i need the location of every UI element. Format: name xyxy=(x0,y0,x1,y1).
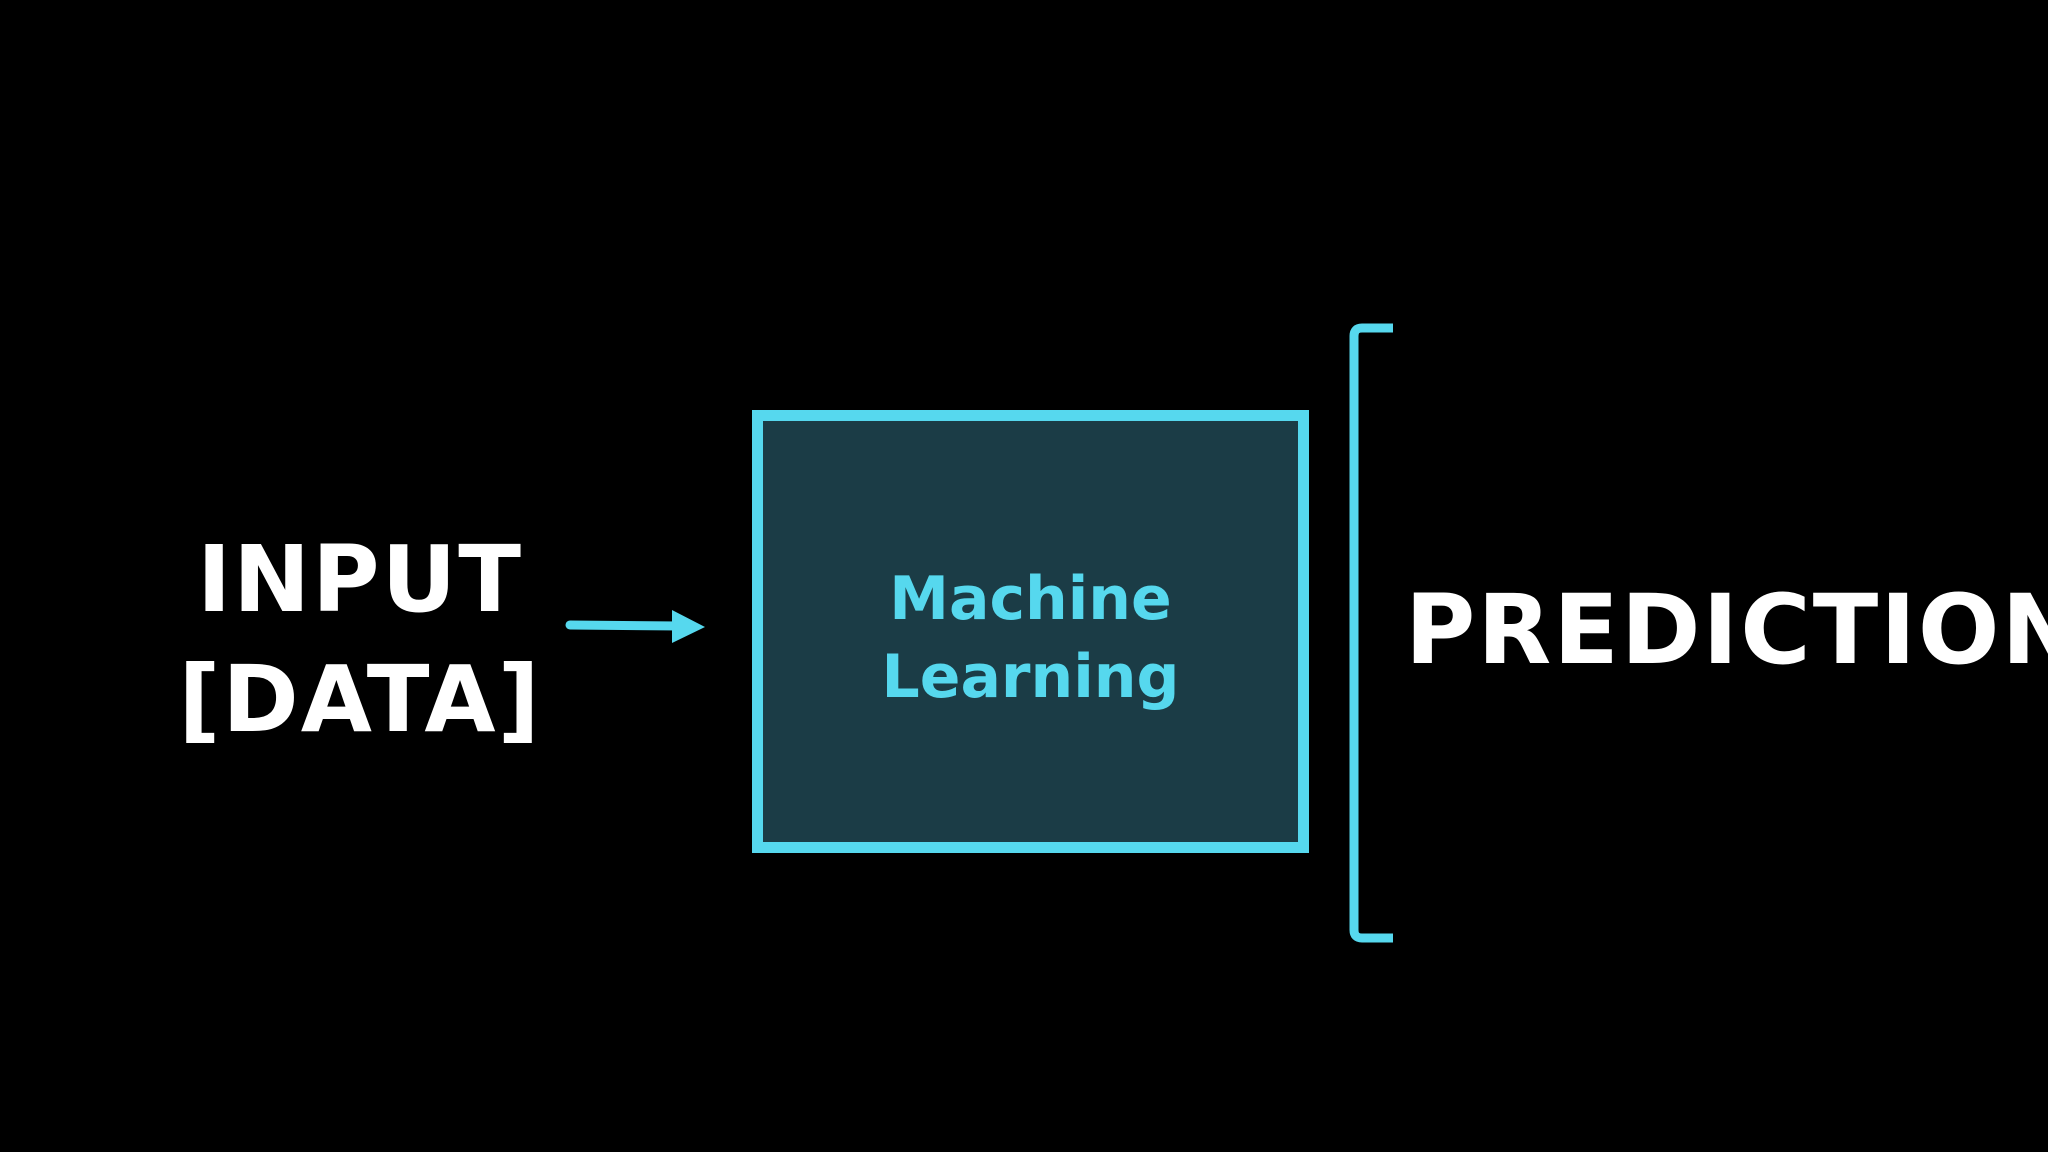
ml-label-line2: Learning xyxy=(881,642,1180,712)
input-label-line2: [DATA] xyxy=(178,646,542,753)
ml-label-line1: Machine xyxy=(889,564,1172,634)
output-bracket xyxy=(1349,323,1393,943)
input-label-line1: INPUT xyxy=(196,526,524,633)
prediction-label: PREDICTION xyxy=(1405,574,2048,686)
machine-learning-label: Machine Learning xyxy=(752,560,1309,716)
input-data-label: INPUT [DATA] xyxy=(160,520,560,760)
machine-learning-box xyxy=(752,410,1309,853)
input-arrow-icon xyxy=(565,610,705,643)
